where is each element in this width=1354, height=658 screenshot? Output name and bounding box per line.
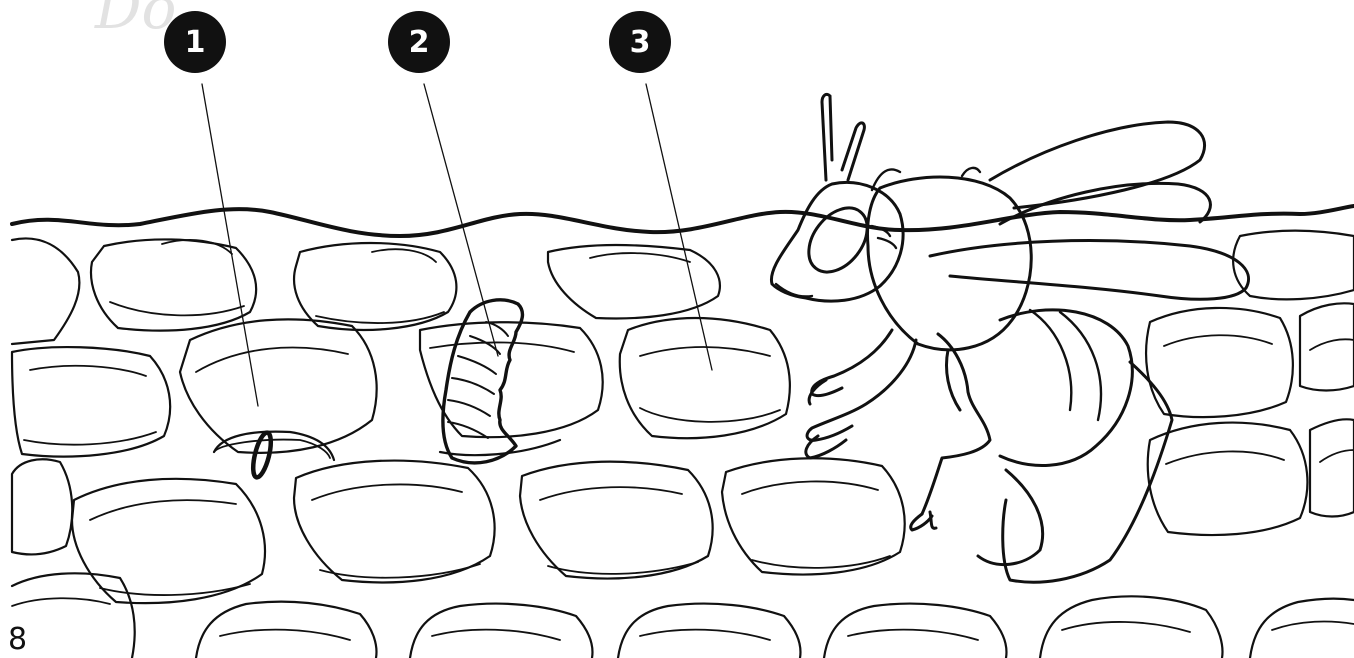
wax-plate xyxy=(1003,362,1172,582)
bee-leg xyxy=(807,340,916,440)
wing xyxy=(990,122,1205,208)
page-number: 8 xyxy=(8,624,27,656)
honey-bee xyxy=(771,94,1248,582)
callout-1-number: 1 xyxy=(185,25,206,60)
bee-head xyxy=(771,182,903,301)
antenna xyxy=(822,94,832,180)
bee-abdomen xyxy=(1000,310,1132,466)
cell-inner-rims xyxy=(12,240,1354,640)
callout-2-number: 2 xyxy=(409,25,430,60)
comb-top-edge xyxy=(12,206,1354,236)
bee-leg xyxy=(922,334,990,514)
egg xyxy=(250,431,275,479)
callout-1: 1 xyxy=(164,11,226,73)
callout-3: 3 xyxy=(609,11,671,73)
antenna xyxy=(842,123,864,180)
callout-2: 2 xyxy=(388,11,450,73)
bee-abdomen-lower xyxy=(978,470,1043,565)
wing xyxy=(1000,183,1210,224)
bee-leg xyxy=(812,330,892,396)
callout-3-number: 3 xyxy=(630,25,651,60)
wing xyxy=(930,241,1249,300)
